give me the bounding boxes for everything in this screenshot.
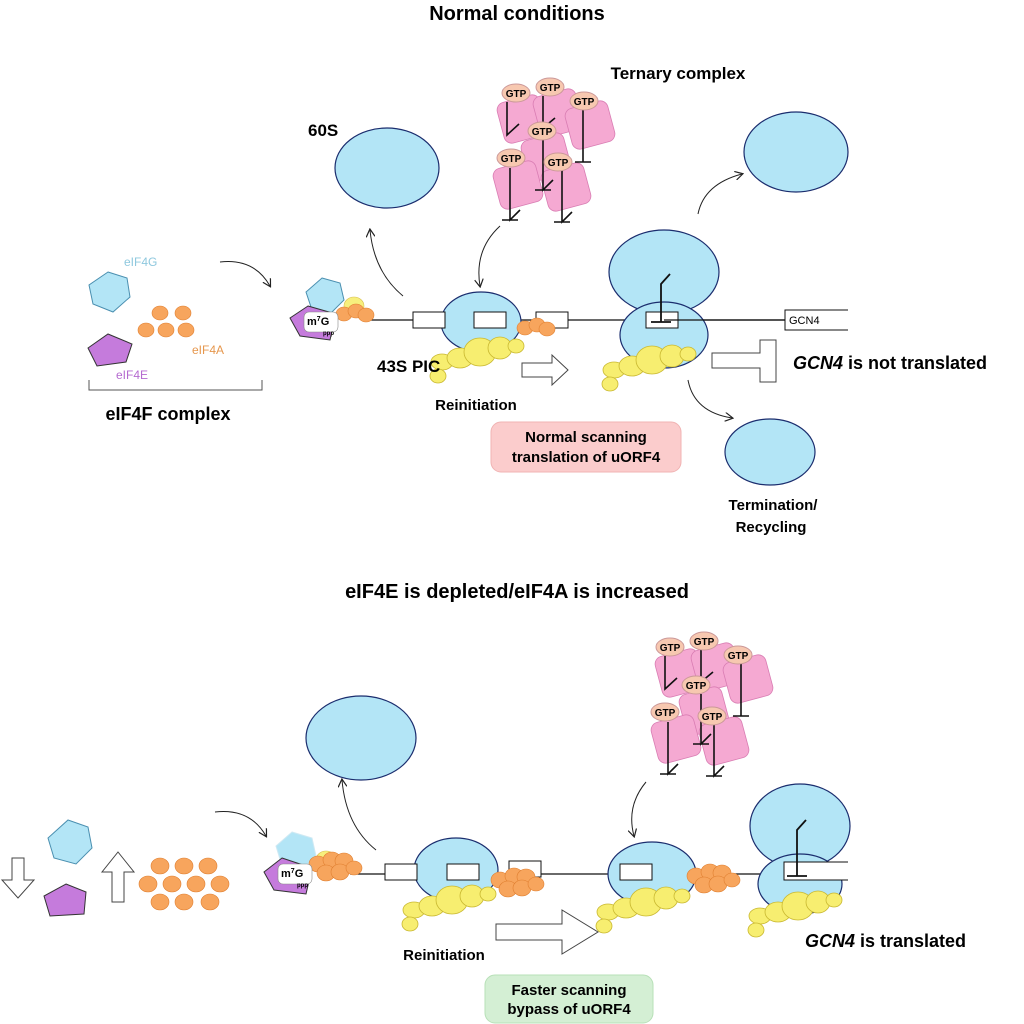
eif4a-label: eIF4A xyxy=(192,343,224,357)
faster-box-line2: bypass of uORF4 xyxy=(507,1001,631,1018)
60s-subunit-bottom xyxy=(305,695,417,781)
fast-scan-arrow xyxy=(495,909,599,955)
eif4e-pentagon-bottom xyxy=(43,883,87,917)
trna-stem xyxy=(651,273,671,323)
recycle-60s-arrow xyxy=(697,174,742,215)
gcn4-orf-label: GCN4 xyxy=(789,315,820,327)
ternary-complex-cluster-bottom: GTP GTP GTP GTP GTP GTP xyxy=(650,631,774,778)
faster-scanning-box xyxy=(484,974,654,1024)
trna-stem-gcn4 xyxy=(787,819,807,877)
decrease-arrow xyxy=(0,857,36,899)
increase-arrow xyxy=(100,851,136,903)
gtp-label: GTP xyxy=(655,708,676,719)
uorf2-box xyxy=(473,311,507,329)
yellow-factors xyxy=(429,336,525,384)
yellow-factors-80s xyxy=(601,344,697,392)
top-panel: Normal conditions eIF4G eIF4A eIF4E eIF4… xyxy=(87,3,987,536)
uorf4-box-bottom xyxy=(619,863,653,881)
faster-box-line1: Faster scanning xyxy=(511,982,626,999)
recycling-label: Recycling xyxy=(736,519,807,536)
60s-subunit xyxy=(334,127,440,209)
translated-text: GCN4 is translated xyxy=(805,931,966,951)
recycled-60s xyxy=(743,111,849,193)
yellow-factors-bottom xyxy=(401,884,497,932)
uorf1-box xyxy=(412,311,446,329)
60s-release-arrow-bottom xyxy=(342,780,377,851)
yellow-factors-scanning xyxy=(595,886,691,934)
gtp-label: GTP xyxy=(548,158,569,169)
eif4a-cluster xyxy=(137,305,195,338)
60s-label: 60S xyxy=(308,121,338,140)
svg-text:m7G: m7G xyxy=(307,316,329,328)
svg-text:m7G: m7G xyxy=(281,868,303,880)
bottom-panel: eIF4E is depleted/eIF4A is increased xyxy=(0,581,966,1024)
normal-box-line1: Normal scanning xyxy=(525,429,647,446)
60s-release-arrow xyxy=(370,230,404,297)
eif4g-hexagon xyxy=(88,271,131,313)
eif4f-label: eIF4F complex xyxy=(105,404,230,424)
eif4a-on-scanning-pic xyxy=(686,863,741,894)
svg-text:ppp: ppp xyxy=(297,883,308,889)
not-translated-text: GCN4 is not translated xyxy=(793,353,987,373)
gtp-label: GTP xyxy=(702,712,723,723)
recycled-40s xyxy=(724,418,816,486)
uorf2-box-bottom xyxy=(446,863,480,881)
eif4a-cluster-bottom xyxy=(138,857,230,911)
gtp-label: GTP xyxy=(686,681,707,692)
gtp-label: GTP xyxy=(694,637,715,648)
assembly-arrow xyxy=(219,261,270,287)
reinit-label: Reinitiation xyxy=(435,397,517,414)
cap-binding-complex-bottom: m7G ppp xyxy=(263,831,363,895)
gtp-label: GTP xyxy=(660,643,681,654)
recycle-40s-arrow xyxy=(687,379,732,418)
43s-pic-label: 43S PIC xyxy=(377,357,440,376)
assembly-arrow-bottom xyxy=(214,811,266,837)
eif4e-pentagon xyxy=(87,333,133,367)
inhibition-symbol xyxy=(711,339,777,383)
cap-binding-complex: m7G ppp xyxy=(289,277,375,341)
eif4f-bracket xyxy=(88,380,263,391)
svg-text:ppp: ppp xyxy=(323,331,334,337)
bottom-title: eIF4E is depleted/eIF4A is increased xyxy=(345,581,689,603)
eif4g-hexagon-bottom xyxy=(47,819,93,865)
ternary-label: Ternary complex xyxy=(611,64,746,83)
scan-arrow xyxy=(521,353,569,387)
gtp-label: GTP xyxy=(728,651,749,662)
top-title: Normal conditions xyxy=(429,3,605,25)
normal-box-line2: translation of uORF4 xyxy=(512,449,661,466)
uorf1-box-bottom xyxy=(384,863,418,881)
gtp-label: GTP xyxy=(540,83,561,94)
gcn4-orf-box-bottom xyxy=(783,861,848,881)
eif4e-label: eIF4E xyxy=(116,368,148,382)
ternary-binding-arrow xyxy=(479,225,501,286)
eif4g-label: eIF4G xyxy=(124,255,157,269)
normal-scanning-box xyxy=(490,421,682,473)
ternary-complex-cluster: GTP GTP GTP GTP GTP GTP xyxy=(492,77,616,224)
gtp-label: GTP xyxy=(506,89,527,100)
gtp-label: GTP xyxy=(574,97,595,108)
reinit-label-bottom: Reinitiation xyxy=(403,947,485,964)
gtp-label: GTP xyxy=(501,154,522,165)
gtp-label: GTP xyxy=(532,127,553,138)
ternary-binding-arrow-bottom xyxy=(632,781,647,836)
termination-label: Termination/ xyxy=(729,497,819,514)
